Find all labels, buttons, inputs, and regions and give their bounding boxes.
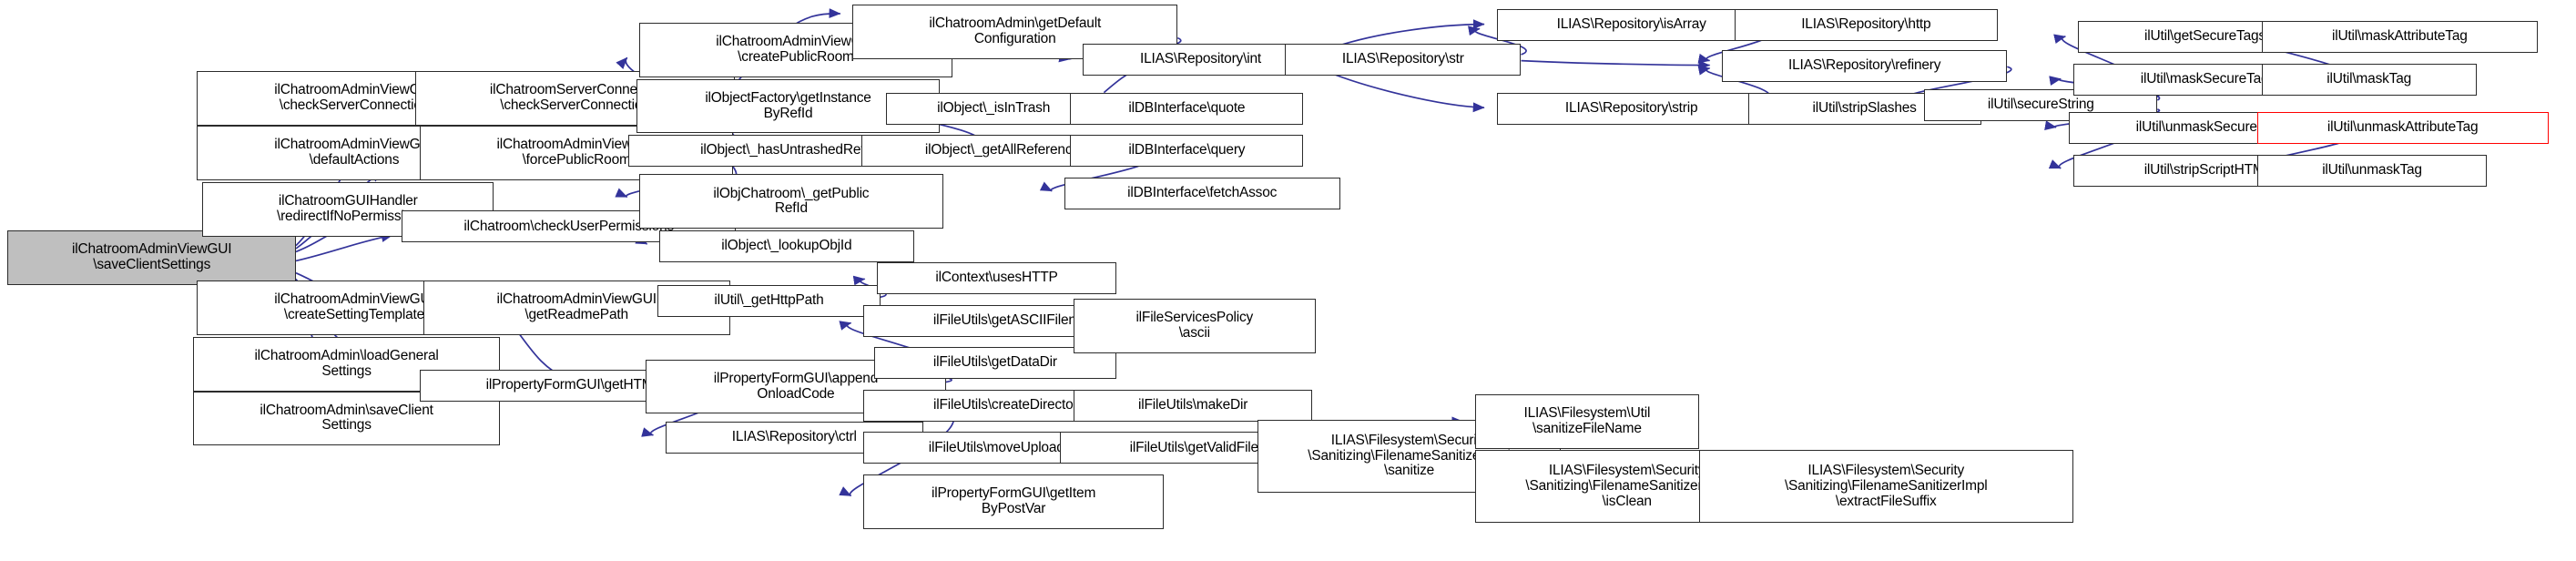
graph-node[interactable]: ilUtil\unmaskAttributeTag xyxy=(2256,112,2549,145)
graph-node[interactable]: ilChatroomAdminViewGUI \saveClientSettin… xyxy=(7,230,296,285)
graph-node[interactable]: ILIAS\Repository\strip xyxy=(1496,92,1767,125)
graph-node[interactable]: ILIAS\Repository\http xyxy=(1734,8,1999,41)
graph-edge xyxy=(1521,59,1711,71)
graph-node[interactable]: ilUtil\unmaskTag xyxy=(2256,154,2488,187)
graph-node[interactable]: ILIAS\Repository\int xyxy=(1082,44,1319,76)
graph-node[interactable]: ilUtil\maskTag xyxy=(2261,63,2477,96)
graph-node[interactable]: ilObject\_isInTrash xyxy=(886,92,1102,125)
graph-node[interactable]: ilObjChatroom\_getPublic RefId xyxy=(639,174,943,230)
graph-node[interactable]: ilFileUtils\makeDir xyxy=(1073,389,1313,422)
graph-node[interactable]: ILIAS\Repository\str xyxy=(1285,44,1522,76)
graph-edge xyxy=(295,232,393,262)
graph-node[interactable]: ilDBInterface\fetchAssoc xyxy=(1064,177,1340,209)
graph-node[interactable]: ILIAS\Repository\refinery xyxy=(1722,49,2008,82)
graph-node[interactable]: ilDBInterface\quote xyxy=(1070,92,1304,125)
graph-node[interactable]: ilUtil\maskAttributeTag xyxy=(2261,21,2538,54)
graph-node[interactable]: ilObject\_lookupObjId xyxy=(659,230,914,262)
graph-node[interactable]: ilContext\usesHTTP xyxy=(877,262,1116,294)
graph-node[interactable]: ILIAS\Repository\isArray xyxy=(1496,8,1767,41)
graph-node[interactable]: ILIAS\Filesystem\Util \sanitizeFileName xyxy=(1474,393,1699,449)
graph-node[interactable]: ILIAS\Filesystem\Security \Sanitizing\Fi… xyxy=(1698,450,2073,524)
graph-node[interactable]: ilUtil\_getHttpPath xyxy=(657,284,881,317)
graph-node[interactable]: ilFileServicesPolicy \ascii xyxy=(1073,298,1316,353)
graph-node[interactable]: ilChatroomAdminViewGUI \createPublicRoom xyxy=(639,22,952,77)
graph-node[interactable]: ilPropertyFormGUI\getItem ByPostVar xyxy=(863,474,1165,530)
graph-node[interactable]: ilDBInterface\query xyxy=(1070,135,1304,168)
